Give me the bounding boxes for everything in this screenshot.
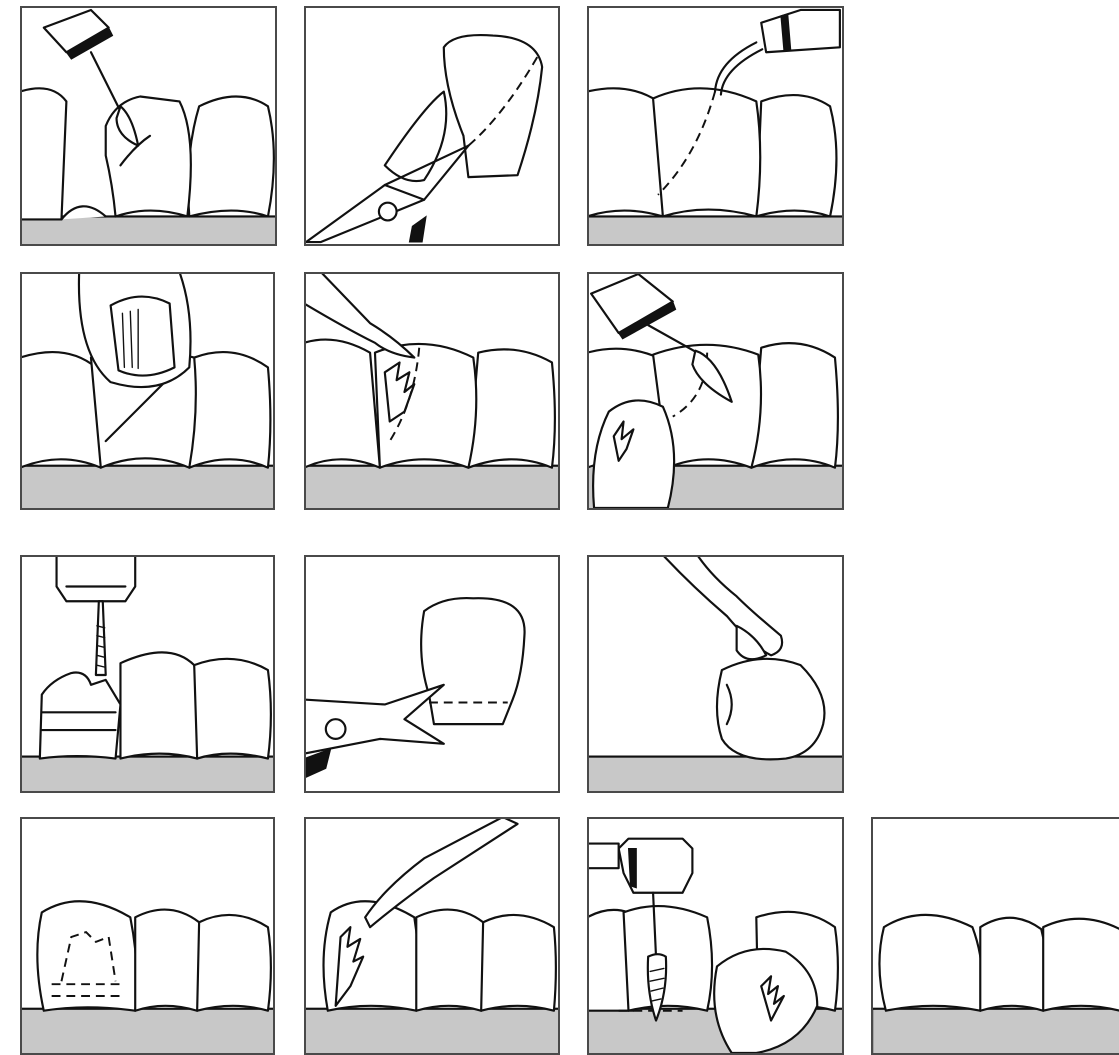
panel-9-illustration <box>589 557 842 791</box>
scissor-pivot <box>326 719 346 739</box>
panel-13-illustration <box>873 819 1119 1053</box>
panel-10-illustration <box>22 819 273 1053</box>
panel-7-reduce-tooth <box>20 555 275 793</box>
dental-handpiece-icon <box>57 557 136 601</box>
panel-3-illustration <box>589 8 842 244</box>
panel-11-remove-cement <box>304 817 560 1055</box>
tooth-icon <box>756 95 836 216</box>
gum-strip <box>22 466 273 508</box>
panel-10-try-in-crown <box>20 817 275 1055</box>
gum-strip <box>22 216 275 244</box>
bur-shank <box>91 52 121 111</box>
tooth-icon <box>194 659 271 759</box>
panel-12-illustration <box>589 819 842 1053</box>
tooth-icon <box>22 88 66 219</box>
panel-8-illustration <box>306 557 558 791</box>
syringe-body <box>761 10 840 52</box>
crown-form-icon <box>444 35 542 177</box>
fingernail <box>111 297 175 376</box>
dental-handpiece-icon <box>591 274 673 333</box>
tooth-icon <box>980 918 1046 1011</box>
panel-5-illustration <box>306 274 558 508</box>
crown-form-icon <box>421 598 524 724</box>
gum-strip <box>22 1009 273 1053</box>
handpiece-arm <box>589 844 619 869</box>
tooth-icon <box>189 352 270 468</box>
panel-4-seat-crown <box>20 272 275 510</box>
tooth-icon <box>879 915 982 1011</box>
tooth-icon <box>1043 919 1119 1011</box>
scissors-icon <box>306 185 424 242</box>
tooth-icon <box>416 910 486 1011</box>
tooth-icon <box>653 88 760 216</box>
tooth-icon <box>751 343 838 468</box>
panel-3-fill-crown <box>587 6 844 246</box>
scissor-pivot <box>379 203 397 221</box>
panel-6-illustration <box>589 274 842 508</box>
gum-strip <box>589 757 842 791</box>
scissors-icon <box>306 685 444 754</box>
gum-strip <box>873 1009 1119 1053</box>
tooth-icon <box>306 340 380 468</box>
panel-7-illustration <box>22 557 273 791</box>
panel-8-cut-crown-form <box>304 555 560 793</box>
tooth-icon <box>197 915 271 1011</box>
tooth-icon <box>188 97 274 217</box>
panel-6-finish-margin <box>587 272 844 510</box>
crown-form-icon <box>717 659 824 760</box>
tooth-icon <box>135 910 202 1011</box>
panel-4-illustration <box>22 274 273 508</box>
instrument-icon <box>663 557 782 655</box>
gum-strip <box>22 757 273 791</box>
panel-13-final-result <box>871 817 1119 1055</box>
tooth-icon <box>120 652 200 758</box>
dental-handpiece-icon <box>44 10 109 52</box>
tooth-icon <box>468 349 555 467</box>
tooth-icon <box>22 352 101 468</box>
tooth-icon <box>589 88 663 216</box>
panel-11-illustration <box>306 819 558 1053</box>
panel-2-cut-crown-form <box>304 6 560 246</box>
panel-12-remove-crown <box>587 817 844 1055</box>
crown-form-shadow <box>385 92 446 181</box>
tooth-icon <box>40 673 121 759</box>
gum-strip <box>306 1009 558 1053</box>
tooth-icon <box>624 906 712 1011</box>
tooth-icon <box>37 901 137 1010</box>
panel-1-illustration <box>22 8 275 244</box>
panel-5-remove-excess <box>304 272 560 510</box>
panel-2-illustration <box>306 8 558 244</box>
gum-strip <box>306 466 558 508</box>
tooth-icon <box>481 915 556 1011</box>
panel-9-crimp-crown <box>587 555 844 793</box>
panel-1-trim-crown <box>20 6 277 246</box>
scissor-handle <box>409 216 426 242</box>
syringe-tip-edge <box>721 49 762 94</box>
gum-strip <box>589 216 842 244</box>
